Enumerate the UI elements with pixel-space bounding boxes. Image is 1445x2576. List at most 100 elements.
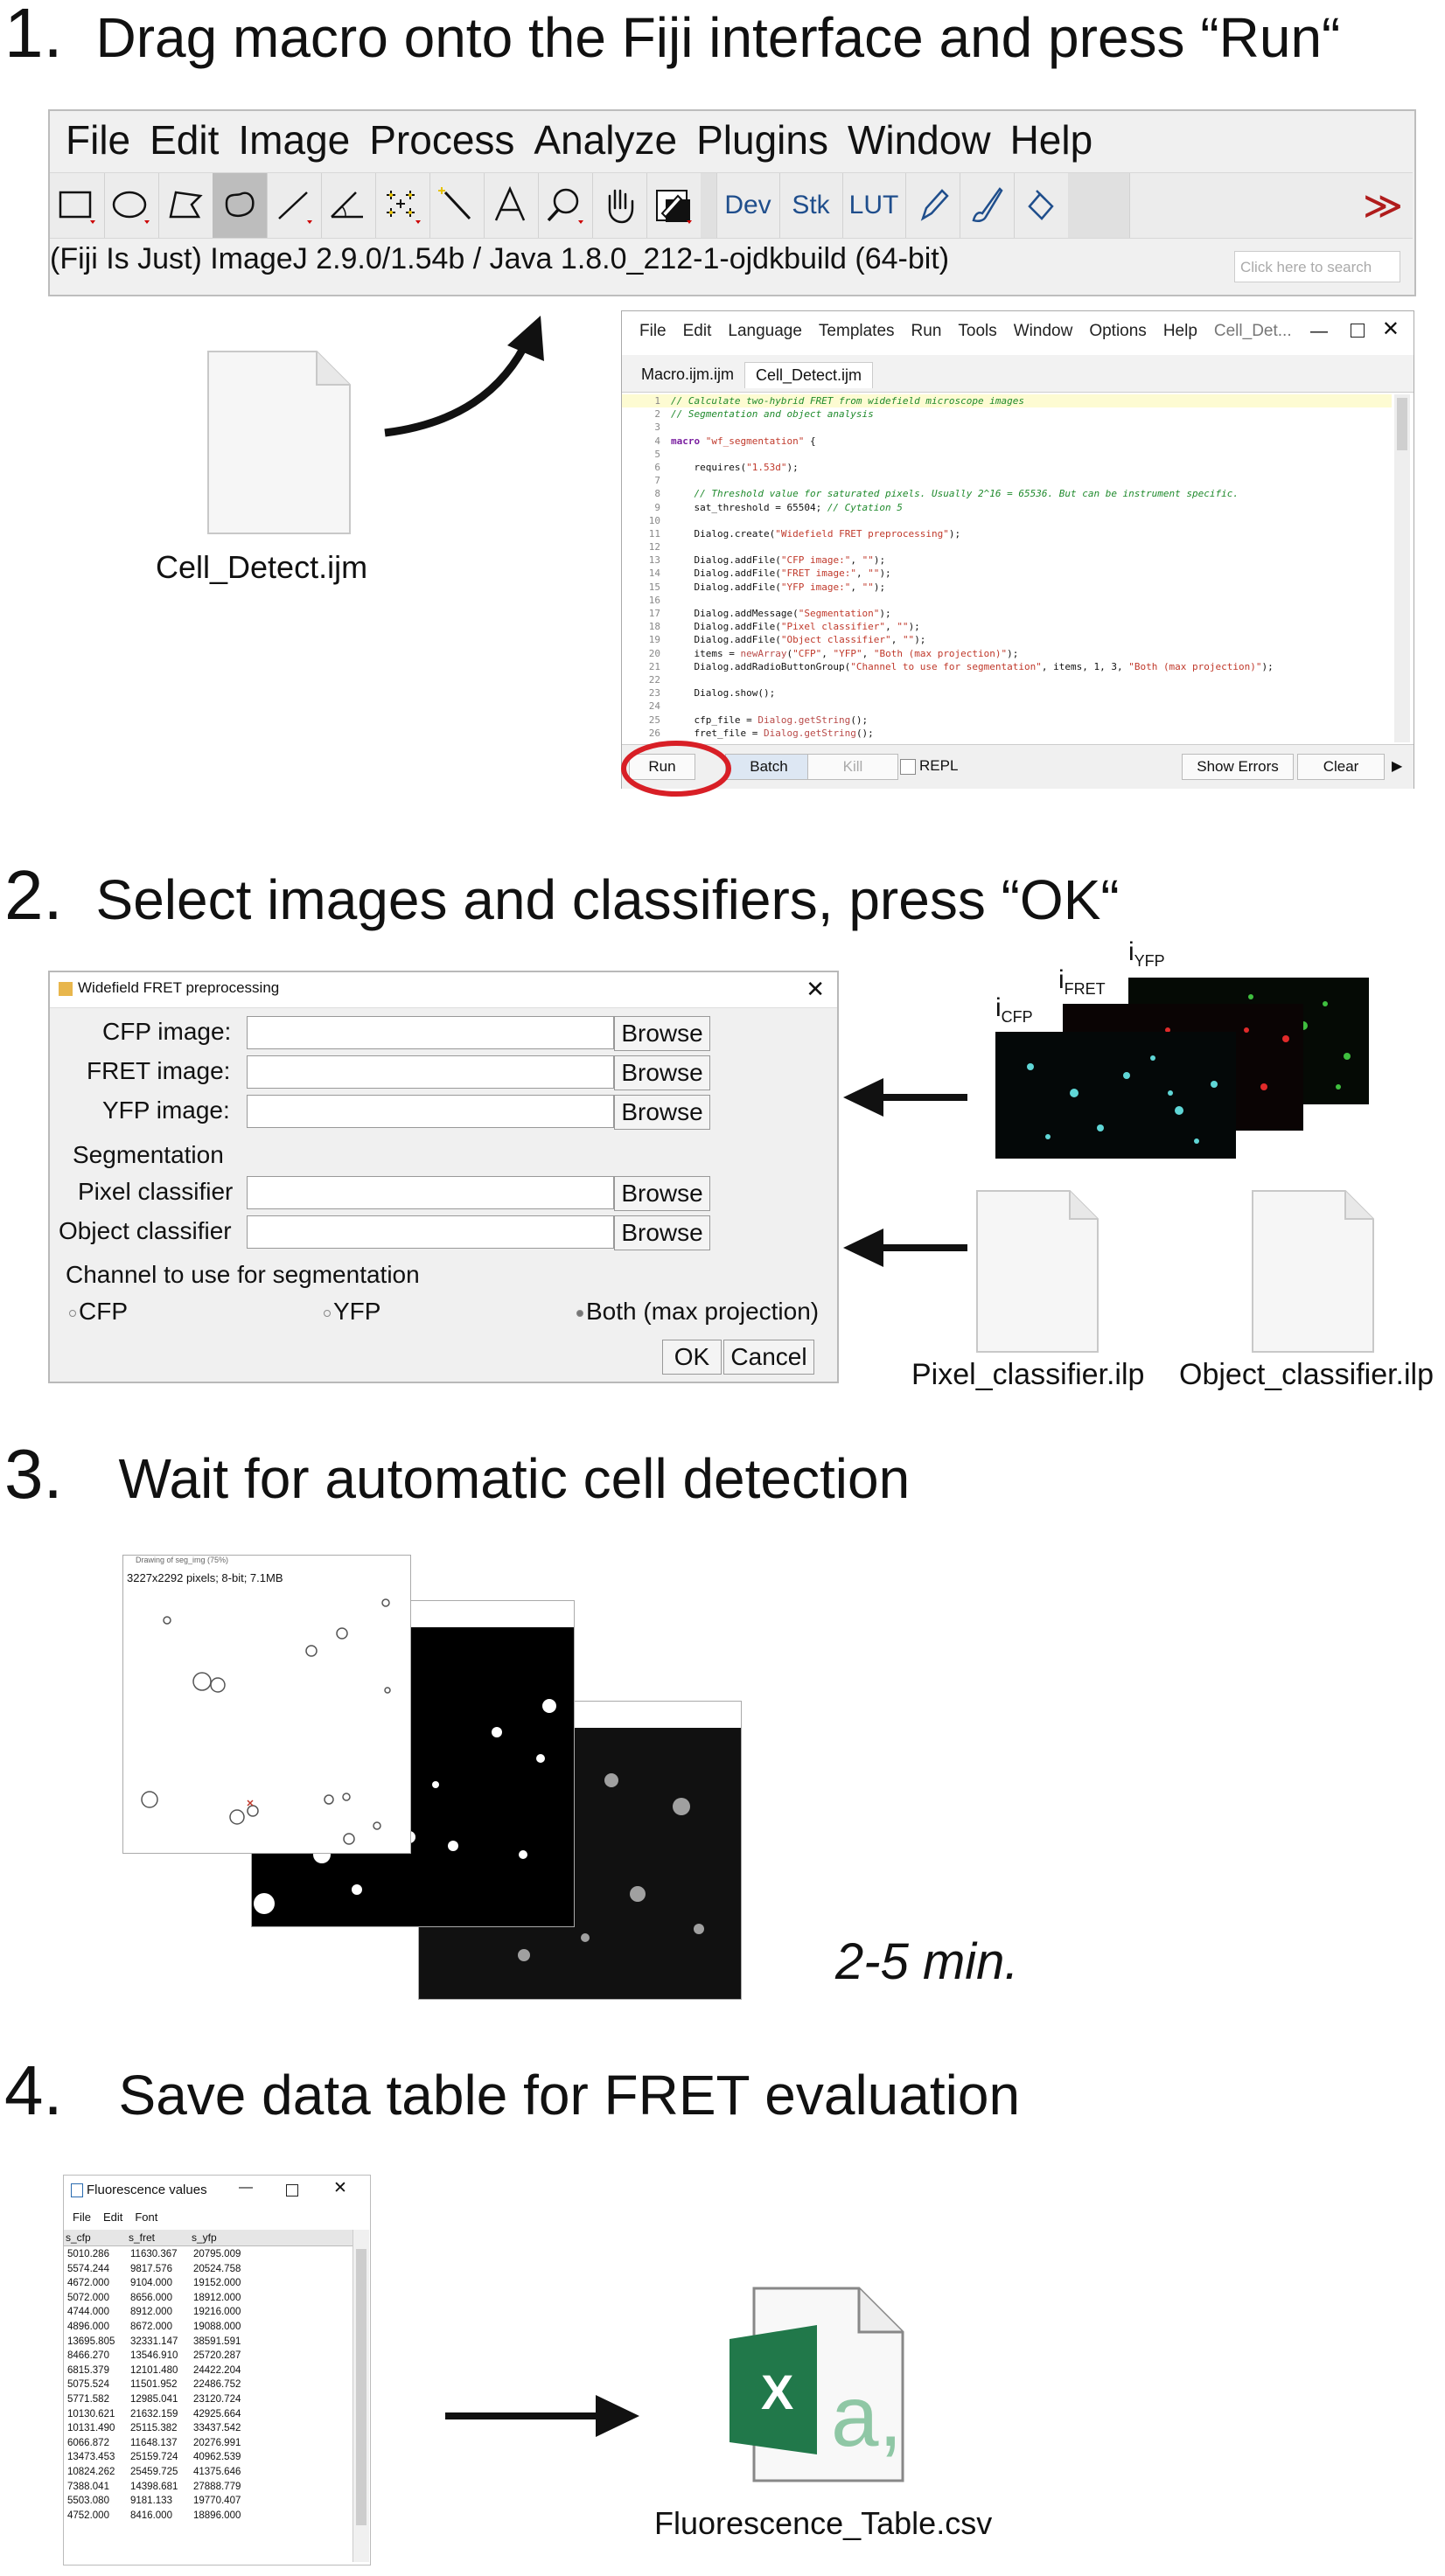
editor-menu-help[interactable]: Help (1162, 322, 1197, 340)
menu-window[interactable]: Window (847, 117, 991, 163)
editor-menu-language[interactable]: Language (728, 322, 802, 340)
macro-file-icon[interactable] (206, 350, 352, 535)
radio-cfp[interactable]: CFP (69, 1298, 128, 1326)
yfp-input[interactable] (247, 1095, 614, 1128)
kill-button[interactable]: Kill (807, 754, 898, 780)
column-header[interactable]: s_fret (129, 2231, 156, 2244)
flood-fill-icon[interactable] (1014, 173, 1069, 238)
dev-button[interactable]: Dev (716, 173, 780, 238)
pencil-icon[interactable] (905, 173, 960, 238)
pixel-classifier-browse-button[interactable]: Browse (614, 1176, 710, 1211)
fret-browse-button[interactable]: Browse (614, 1055, 710, 1090)
column-header[interactable]: s_yfp (192, 2231, 217, 2244)
table-menu-file[interactable]: File (73, 2210, 91, 2224)
editor-menu-tools[interactable]: Tools (958, 322, 997, 340)
pixel-classifier-file-icon[interactable] (975, 1189, 1099, 1354)
object-classifier-input[interactable] (247, 1215, 614, 1249)
multipoint-icon[interactable] (375, 173, 430, 238)
radio-yfp[interactable]: YFP (324, 1298, 380, 1326)
editor-menu-templates[interactable]: Templates (818, 322, 895, 340)
maximize-icon[interactable] (1351, 324, 1365, 338)
menu-file[interactable]: File (66, 117, 131, 163)
close-icon[interactable]: ✕ (1381, 317, 1400, 341)
close-icon[interactable]: ✕ (333, 2179, 347, 2197)
editor-menu-run[interactable]: Run (911, 322, 942, 340)
text-icon[interactable] (484, 173, 539, 238)
wand-icon[interactable] (429, 173, 485, 238)
repl-checkbox[interactable] (900, 759, 916, 775)
close-icon[interactable]: ✕ (806, 976, 825, 1002)
oval-icon[interactable] (104, 173, 159, 238)
yfp-browse-button[interactable]: Browse (614, 1095, 710, 1130)
stk-button[interactable]: Stk (779, 173, 843, 238)
show-errors-button[interactable]: Show Errors (1182, 754, 1294, 780)
tab-macro[interactable]: Macro.ijm.ijm (641, 366, 734, 383)
table-menu-font[interactable]: Font (135, 2210, 158, 2224)
editor-scrollbar[interactable] (1394, 394, 1410, 742)
hand-icon[interactable] (592, 173, 647, 238)
fret-input[interactable] (247, 1055, 614, 1089)
menu-analyze[interactable]: Analyze (534, 117, 678, 163)
csv-file-icon[interactable]: X a, (728, 2280, 907, 2488)
column-header[interactable]: s_cfp (66, 2231, 91, 2244)
more-tools-button[interactable]: ≫ (1362, 184, 1404, 227)
polygon-icon[interactable] (158, 173, 213, 238)
editor-menu-file[interactable]: File (639, 322, 667, 340)
minimize-icon[interactable]: — (1310, 322, 1328, 341)
cfp-input[interactable] (247, 1016, 614, 1049)
ok-button[interactable]: OK (662, 1340, 722, 1375)
editor-menu-options[interactable]: Options (1089, 322, 1147, 340)
angle-icon[interactable] (321, 173, 376, 238)
menu-process[interactable]: Process (369, 117, 515, 163)
table-scrollbar[interactable] (353, 2230, 369, 2562)
brush-icon[interactable] (960, 173, 1015, 238)
batch-button[interactable]: Batch (725, 754, 813, 780)
cfp-browse-button[interactable]: Browse (614, 1016, 710, 1051)
rectangle-icon[interactable] (50, 173, 105, 238)
line-icon[interactable] (267, 173, 322, 238)
color-picker-icon[interactable] (646, 173, 702, 238)
clear-button[interactable]: Clear (1297, 754, 1385, 780)
menu-image[interactable]: Image (238, 117, 351, 163)
table-menu-edit[interactable]: Edit (102, 2210, 123, 2224)
play-icon[interactable]: ▶ (1392, 759, 1403, 774)
object-classifier-browse-button[interactable]: Browse (614, 1215, 710, 1250)
freehand-icon[interactable] (213, 173, 268, 238)
menu-help[interactable]: Help (1009, 117, 1093, 163)
object-classifier-file-icon[interactable] (1251, 1189, 1375, 1354)
lut-button[interactable]: LUT (842, 173, 906, 238)
editor-menu-edit[interactable]: Edit (682, 322, 712, 340)
run-button[interactable]: Run (629, 754, 695, 780)
code-area[interactable]: 1// Calculate two-hybrid FRET from widef… (622, 394, 1392, 742)
search-input[interactable]: Click here to search (1234, 251, 1400, 282)
pixel-classifier-input[interactable] (247, 1176, 614, 1209)
tab-cell-detect[interactable]: Cell_Detect.ijm (744, 362, 874, 388)
minimize-icon[interactable]: — (239, 2180, 253, 2195)
menu-edit[interactable]: Edit (150, 117, 220, 163)
editor-menu-window[interactable]: Window (1013, 322, 1073, 340)
radio-both[interactable]: Both (max projection) (576, 1298, 819, 1326)
magnifier-icon[interactable] (538, 173, 593, 238)
maximize-icon[interactable] (286, 2184, 298, 2197)
cancel-button[interactable]: Cancel (723, 1340, 814, 1375)
menu-plugins[interactable]: Plugins (696, 117, 828, 163)
